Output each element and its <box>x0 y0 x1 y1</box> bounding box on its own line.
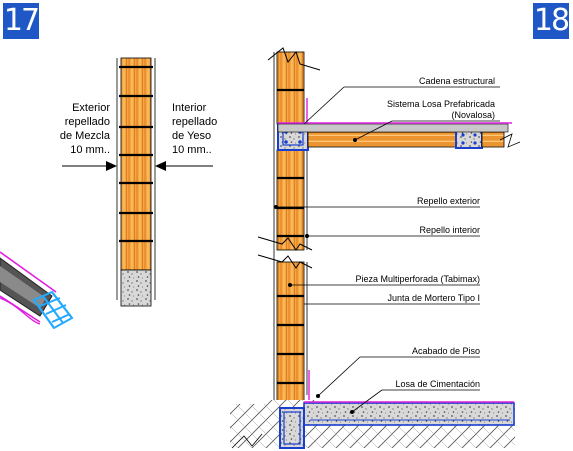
label-losa-cimentacion: Losa de Cimentación <box>395 379 480 389</box>
label-junta-mortero: Junta de Mortero Tipo I <box>387 293 480 303</box>
detail-17-wall-section <box>62 57 213 307</box>
rebar-cage-illustration <box>0 251 74 330</box>
interior-label-4: 10 mm.. <box>172 144 212 156</box>
interior-label-2: repellado <box>172 116 218 128</box>
exterior-label-3: de Mezcla <box>59 130 110 142</box>
interior-label-3: de Yeso <box>172 130 212 142</box>
leader-lines <box>276 86 500 413</box>
exterior-label-4: 10 mm.. <box>70 144 110 156</box>
detail-number-17: 17 <box>3 3 40 39</box>
label-sistema-losa: Sistema Losa Prefabricada <box>386 99 495 109</box>
topping <box>277 123 509 133</box>
foundation-slab <box>303 402 515 426</box>
foundation <box>230 400 515 449</box>
wall-17-brick <box>120 57 152 271</box>
label-cadena-estructural: Cadena estructural <box>418 76 495 86</box>
wall-18-mortar-joints <box>277 88 304 385</box>
label-acabado-piso: Acabado de Piso <box>411 346 480 356</box>
wall-17-mortar-joints <box>119 65 153 243</box>
prefab-slab <box>277 122 521 151</box>
interior-label-1: Interior <box>172 102 207 114</box>
exterior-label-2: repellado <box>64 116 110 128</box>
label-novalosa: (Novalosa) <box>451 110 495 120</box>
label-repello-interior: Repello interior <box>419 225 480 235</box>
label-repello-exterior: Repello exterior <box>416 196 480 206</box>
leader-dots <box>274 138 357 414</box>
detail-18-wall-section <box>230 47 521 449</box>
exterior-label-1: Exterior <box>72 102 110 114</box>
break-lines <box>257 47 321 269</box>
label-pieza-multiperforada: Pieza Multiperforada (Tabimax) <box>355 274 480 284</box>
joist <box>455 129 483 149</box>
ext-arrow <box>62 161 117 171</box>
detail-number-18: 18 <box>533 3 570 39</box>
int-arrow <box>155 161 213 171</box>
mid-wall-brick <box>276 149 305 251</box>
novalosa-block <box>307 131 457 148</box>
wall-17-footing <box>120 269 152 307</box>
